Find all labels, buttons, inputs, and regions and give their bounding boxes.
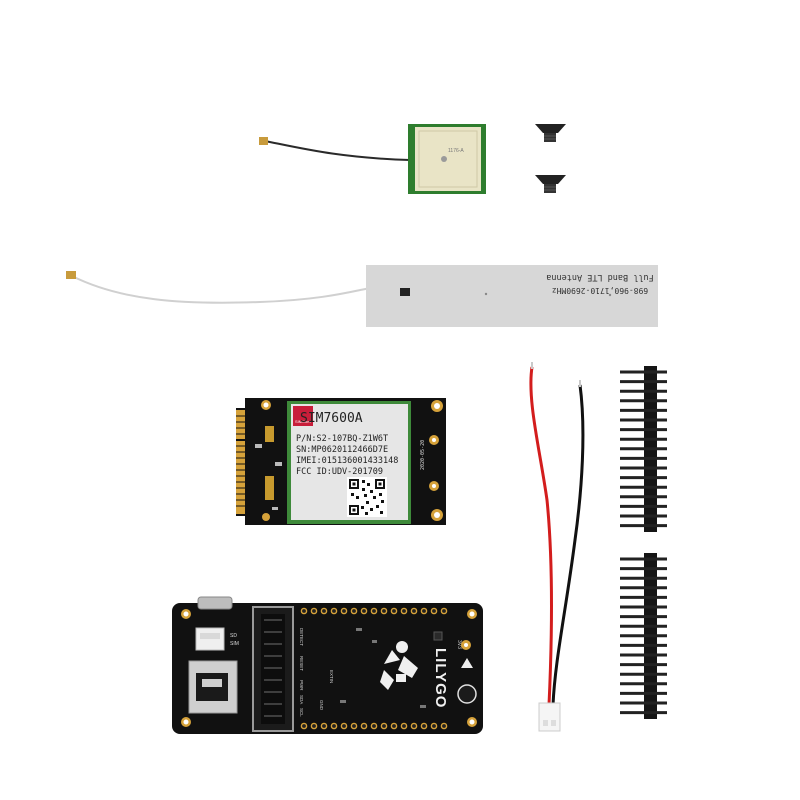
silk-detect: DETECT: [299, 628, 304, 646]
jst-connector: [538, 702, 561, 732]
silk-sim: SIM: [230, 641, 239, 647]
lte-flex-strip: [366, 265, 658, 327]
silk-extin: EXTIN: [329, 670, 334, 683]
board-badge: [457, 684, 477, 704]
module-qr-code: [347, 477, 387, 517]
minipcie-edge-connector: [236, 410, 245, 514]
gps-feed-point: [441, 156, 447, 162]
usb-c-connector: [197, 596, 233, 610]
sim7600-module: 2020-05-20 SIMCom SIM7600A P/N:S2-107BQ-…: [236, 398, 446, 525]
silk-gnd: GND: [319, 700, 324, 711]
module-pcb-date: 2020-05-20: [420, 440, 426, 470]
warning-triangle-icon: [461, 658, 473, 668]
lilygo-brand: LILYGO: [432, 648, 449, 708]
bottom-pad-row: [300, 722, 448, 730]
red-wire: [529, 366, 553, 706]
lte-cable: [71, 275, 371, 304]
module-pn: P/N:S2-107BQ-Z1W6T: [296, 434, 388, 444]
gps-cable: [264, 140, 411, 161]
silk-sda: SDA: [299, 695, 304, 704]
silk-scl: SCL: [299, 708, 304, 717]
module-sn: SN:MP0620112466D7E: [296, 445, 388, 455]
silk-3v3: 3V3: [456, 640, 462, 649]
gps-patch: [415, 127, 481, 191]
gps-antenna: 1176-A: [259, 124, 486, 194]
gps-label: 1176-A: [448, 148, 464, 154]
top-pad-row: [300, 607, 448, 615]
module-model: SIM7600A: [300, 411, 363, 426]
silk-sd: SD: [230, 633, 237, 639]
lte-title-label: Full Band LTE Antenna: [546, 272, 653, 282]
black-wire: [551, 384, 585, 706]
gps-ufl-connector: [259, 137, 268, 145]
lilygo-mascot-logo: [380, 641, 418, 690]
silk-pwr: PWR: [299, 680, 304, 691]
simcom-logo: [293, 406, 313, 426]
screw-top: [535, 124, 566, 142]
lte-ufl-connector: [66, 271, 76, 279]
screw-bottom: [535, 175, 566, 193]
silk-reset: RESET: [299, 656, 304, 671]
module-imei: IMEI:015136001433148: [296, 456, 398, 466]
pin-header-bottom: [620, 553, 667, 719]
module-fcc: FCC ID:UDV-201709: [296, 467, 383, 477]
pin-header-top: [620, 366, 667, 532]
lte-freq-label: 698-960,1710-2690MHz: [552, 286, 649, 295]
battery-cable: [529, 362, 585, 732]
simcom-logo-text: SIMCom: [295, 419, 311, 424]
lte-antenna: 698-960,1710-2690MHz Full Band LTE Anten…: [66, 265, 658, 327]
lilygo-main-board: SD SIM DETECT RESET PWR SDA SCL EXTIN GN…: [172, 596, 483, 734]
